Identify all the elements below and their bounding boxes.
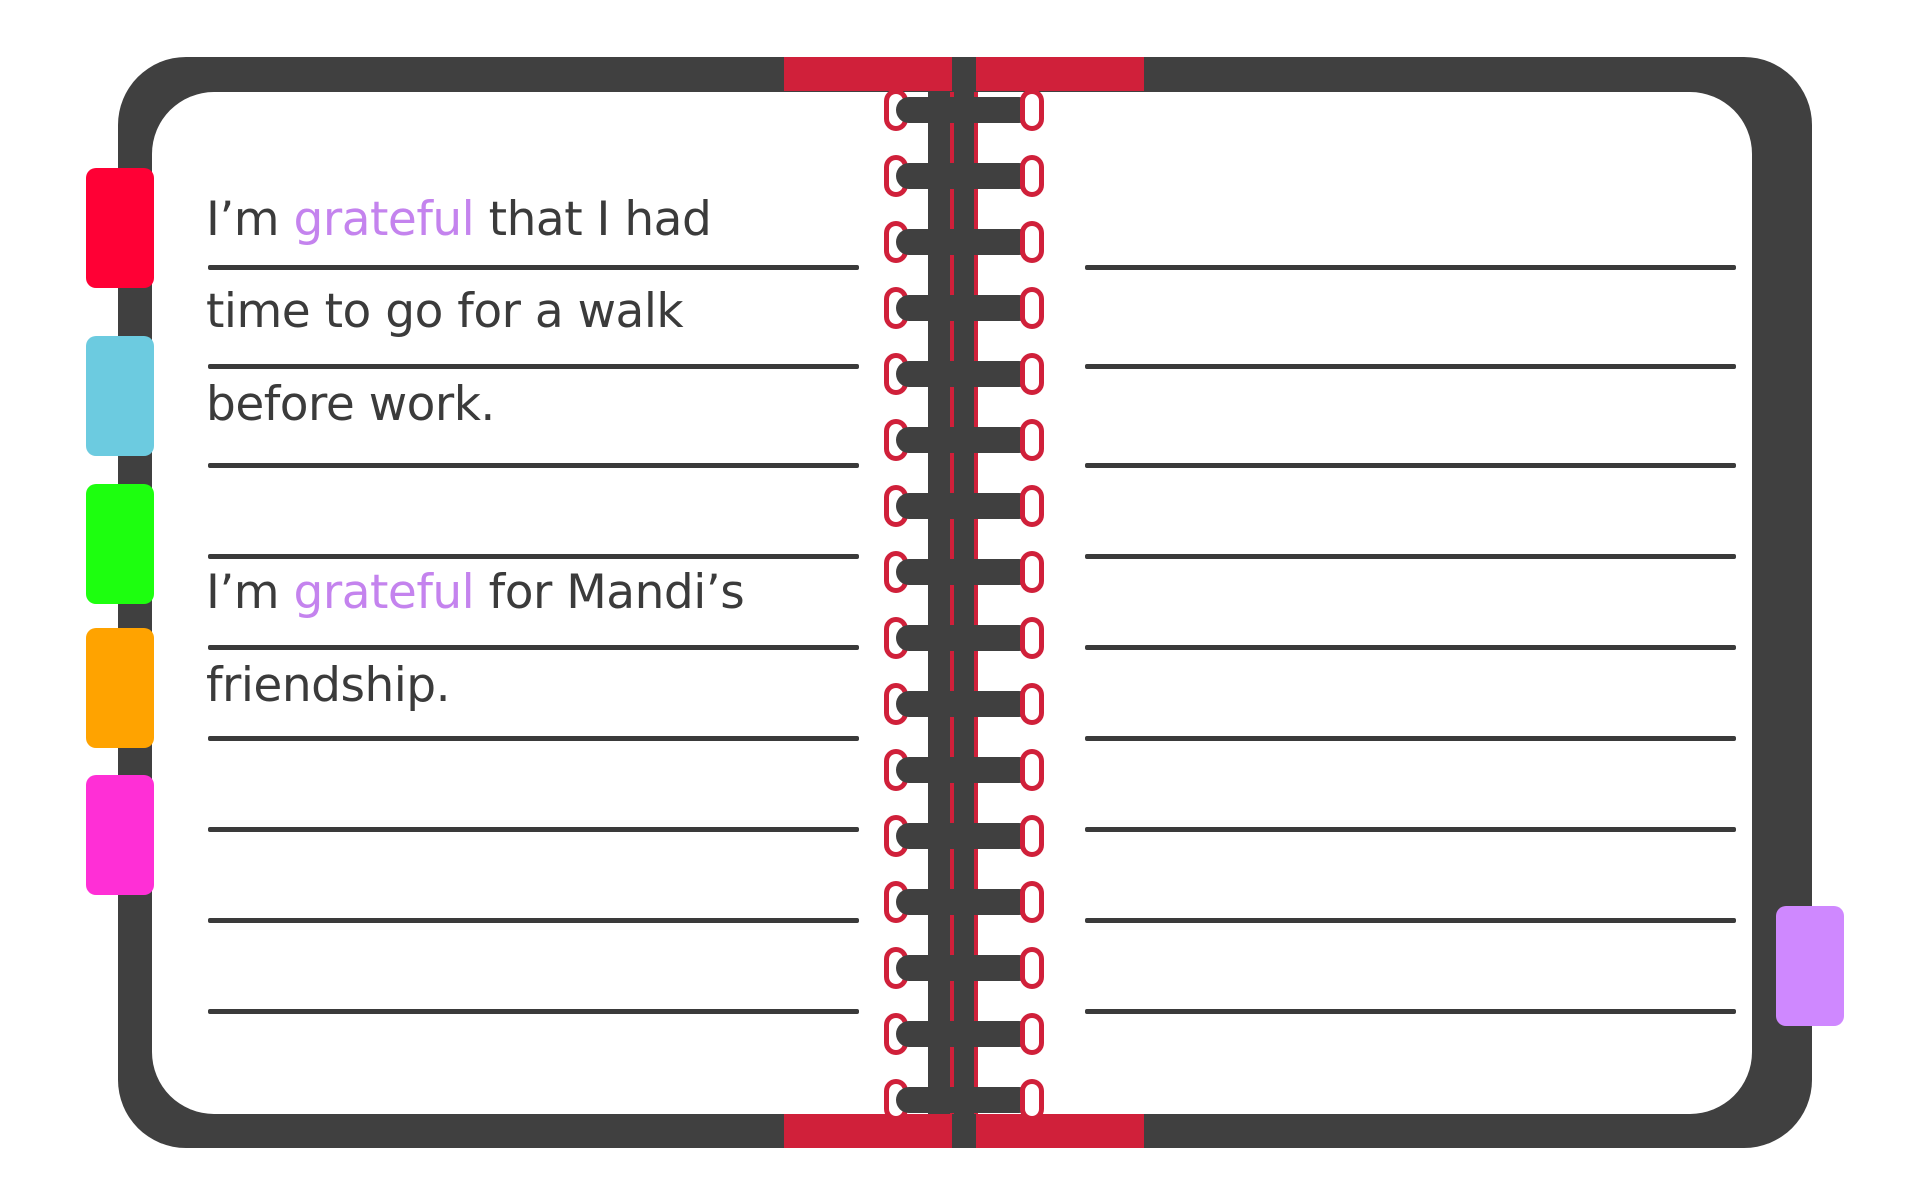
entry-text: friendship. [206, 658, 451, 713]
entry-text: before work. [206, 377, 495, 432]
spine-line-right [974, 92, 978, 1114]
ruled-line [208, 827, 859, 832]
journal-line-1: I’m grateful that I had [206, 192, 712, 247]
ruled-line [1085, 645, 1736, 650]
ruled-line [208, 918, 859, 923]
entry-suffix: that I had [474, 192, 712, 247]
spiral-ring-icon [884, 155, 1044, 197]
entry-prefix: I’m [206, 565, 294, 620]
spiral-ring-icon [884, 89, 1044, 131]
journal-line-5: friendship. [206, 658, 451, 713]
binding-band-top-left [784, 57, 952, 91]
ruled-line [208, 736, 859, 741]
tab-green-icon[interactable] [86, 484, 154, 604]
spiral-ring-icon [884, 1013, 1044, 1055]
spiral-ring-icon [884, 287, 1044, 329]
binding-band-top-right [976, 57, 1144, 91]
ruled-line [1085, 364, 1736, 369]
right-page [976, 92, 1752, 1114]
journal-line-3: before work. [206, 377, 495, 432]
highlight-word: grateful [293, 565, 475, 620]
ruled-line [1085, 463, 1736, 468]
ruled-line [1085, 918, 1736, 923]
spine-line-left [950, 92, 954, 1114]
entry-prefix: I’m [206, 192, 294, 247]
tab-blue-icon[interactable] [86, 336, 154, 456]
ruled-line [208, 554, 859, 559]
spiral-ring-icon [884, 419, 1044, 461]
spiral-ring-icon [884, 485, 1044, 527]
ruled-line [208, 1009, 859, 1014]
ruled-line [1085, 554, 1736, 559]
ruled-line [208, 463, 859, 468]
ruled-line [1085, 1009, 1736, 1014]
entry-suffix: for Mandi’s [474, 565, 745, 620]
binding-band-bottom-left [784, 1114, 952, 1148]
binding-band-bottom-right [976, 1114, 1144, 1148]
ruled-line [1085, 736, 1736, 741]
journal-line-4: I’m grateful for Mandi’s [206, 565, 745, 620]
spiral-ring-icon [884, 947, 1044, 989]
ruled-line [1085, 827, 1736, 832]
spiral-ring-icon [884, 683, 1044, 725]
journal-line-2: time to go for a walk [206, 284, 684, 339]
spiral-ring-icon [884, 1079, 1044, 1121]
spiral-ring-icon [884, 221, 1044, 263]
ruled-line [208, 645, 859, 650]
tab-pink-icon[interactable] [86, 775, 154, 895]
ruled-line [208, 364, 859, 369]
spiral-ring-icon [884, 617, 1044, 659]
tab-orange-icon[interactable] [86, 628, 154, 748]
highlight-word: grateful [293, 192, 475, 247]
spiral-ring-icon [884, 551, 1044, 593]
left-page [152, 92, 928, 1114]
ruled-line [208, 265, 859, 270]
tab-purple-icon[interactable] [1776, 906, 1844, 1026]
spiral-ring-icon [884, 749, 1044, 791]
spiral-ring-icon [884, 815, 1044, 857]
spiral-ring-icon [884, 881, 1044, 923]
spiral-ring-icon [884, 353, 1044, 395]
entry-text: time to go for a walk [206, 284, 684, 339]
tab-red-icon[interactable] [86, 168, 154, 288]
ruled-line [1085, 265, 1736, 270]
